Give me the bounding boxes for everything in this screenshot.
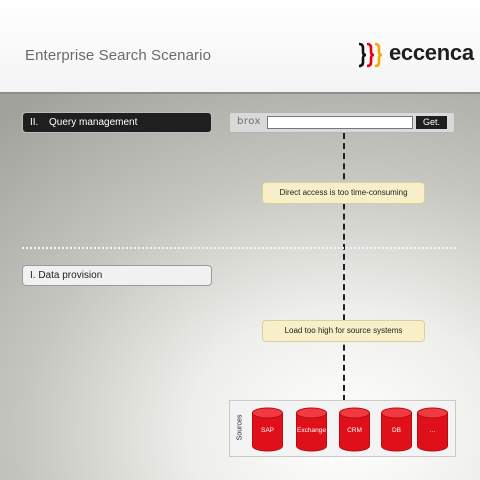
source-sap: SAP	[251, 407, 284, 452]
source-exchange: Exchange	[295, 407, 328, 452]
get-button[interactable]: Get.	[416, 116, 447, 129]
sources-label-text: Sources	[236, 414, 244, 441]
header-divider	[0, 92, 480, 94]
brox-logo: brox	[237, 116, 261, 127]
source-more: ...	[416, 407, 449, 452]
source-label: SAP	[260, 427, 274, 434]
source-label: CRM	[347, 427, 362, 434]
note-load-too-high: Load too high for source systems	[262, 320, 425, 342]
slide-header: Enterprise Search Scenario eccenca	[0, 0, 480, 92]
database-icon	[417, 407, 448, 452]
sources-label: Sources	[233, 413, 247, 447]
section-label: I. Data provision	[30, 270, 103, 281]
database-icon	[296, 407, 327, 452]
search-input[interactable]	[267, 116, 413, 129]
section-number: II.	[30, 117, 39, 128]
logo-wordmark: eccenca	[389, 40, 474, 65]
section-divider	[22, 247, 456, 249]
database-icon	[252, 407, 283, 452]
source-db: DB	[380, 407, 413, 452]
source-crm: CRM	[338, 407, 371, 452]
section-label: Query management	[49, 117, 138, 128]
section-data-provision: I. Data provision	[22, 265, 212, 286]
brace-logo-icon	[358, 42, 383, 68]
sources-panel: Sources SAP Exchange CRM DB ..	[229, 400, 456, 457]
section-query-management: II. Query management	[22, 112, 212, 133]
slide-title: Enterprise Search Scenario	[25, 47, 212, 64]
source-label: Exchange	[297, 427, 326, 434]
database-icon	[381, 407, 412, 452]
database-icon	[339, 407, 370, 452]
dashed-connector	[343, 133, 345, 401]
source-label: ...	[429, 427, 436, 434]
note-direct-access: Direct access is too time-consuming	[262, 182, 425, 204]
search-bar: brox Get.	[229, 112, 455, 133]
source-label: DB	[391, 427, 402, 434]
